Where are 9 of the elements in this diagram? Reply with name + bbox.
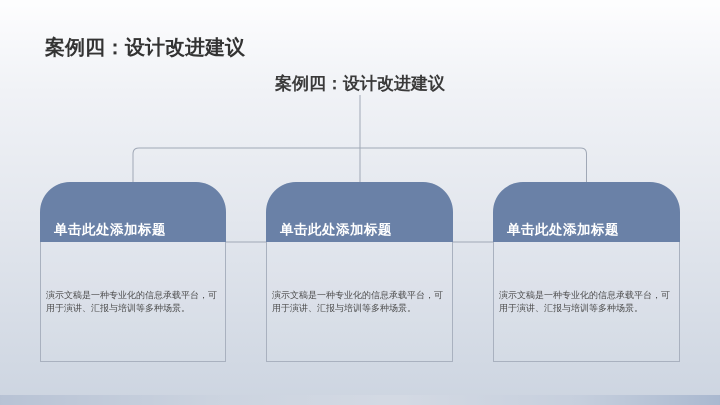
description-text: 演示文稿是一种专业化的信息承载平台，可用于演讲、汇报与培训等多种场景。 — [46, 290, 218, 316]
connector-line — [360, 94, 587, 182]
slide-title: 案例四：设计改进建议 — [45, 35, 245, 59]
heading-text: 案例四：设计改进建议 — [275, 73, 445, 95]
description-text: 演示文稿是一种专业化的信息承载平台，可用于演讲、汇报与培训等多种场景。 — [499, 290, 671, 316]
card-title: 单击此处添加标题 — [54, 222, 166, 239]
description-text: 演示文稿是一种专业化的信息承载平台，可用于演讲、汇报与培训等多种场景。 — [272, 290, 444, 316]
card-title: 单击此处添加标题 — [507, 222, 619, 239]
card-title: 单击此处添加标题 — [280, 222, 392, 239]
